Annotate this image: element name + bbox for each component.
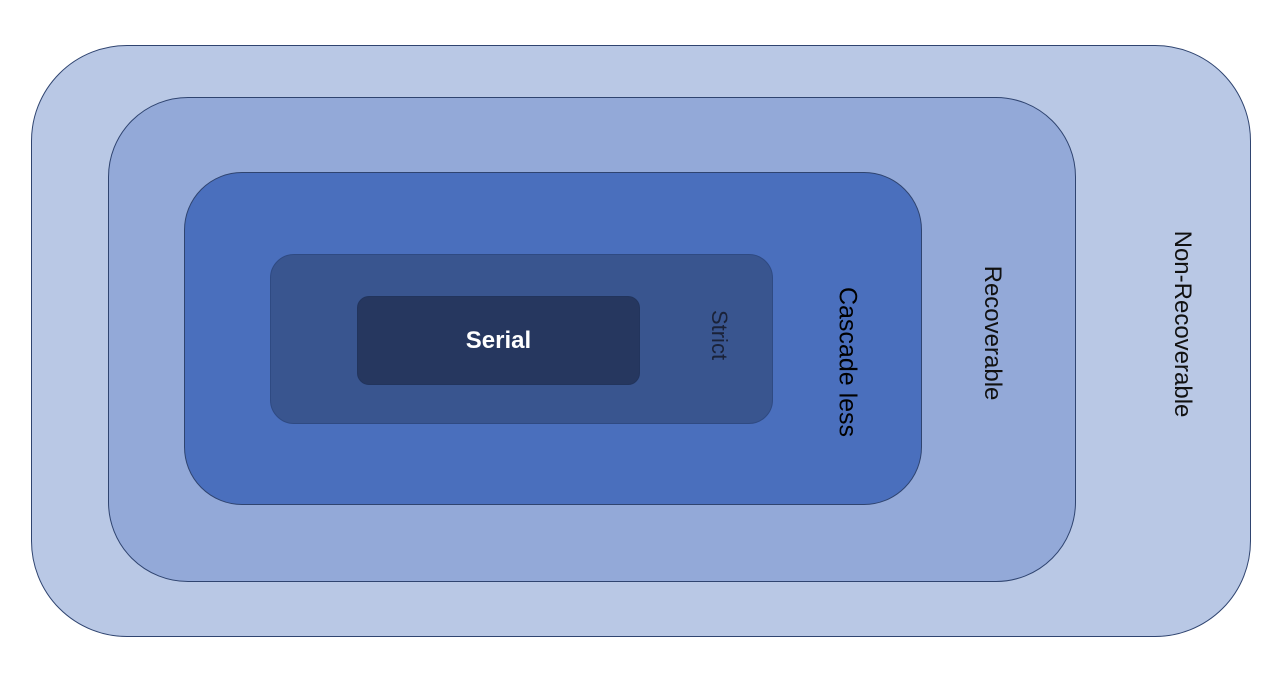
cascadeless-label: Cascade less xyxy=(833,286,862,438)
serial-label: Serial xyxy=(465,326,532,354)
serial-region xyxy=(357,296,640,385)
strict-label: Strict xyxy=(707,309,732,361)
non-recoverable-label: Non-Recoverable xyxy=(1169,230,1196,418)
recoverable-label: Recoverable xyxy=(979,265,1006,401)
